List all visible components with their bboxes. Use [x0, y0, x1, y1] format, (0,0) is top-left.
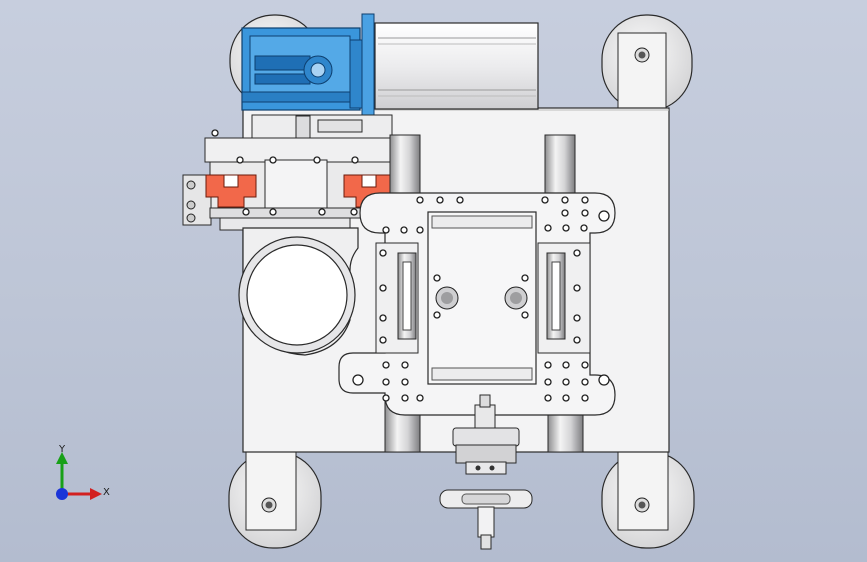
wheel-bottom-right — [601, 451, 695, 549]
handwheel[interactable] — [439, 427, 533, 550]
rail-top-left — [389, 134, 421, 196]
guide-block-left — [205, 174, 257, 208]
rail-top-right — [544, 134, 576, 196]
triad-x-label: X — [103, 487, 110, 498]
round-housing — [238, 227, 359, 356]
slot-right — [546, 252, 566, 340]
wheel-top-right — [601, 14, 693, 112]
wheel-bottom-left — [228, 451, 322, 549]
worm-gearbox — [241, 13, 375, 129]
frame-bolts — [211, 129, 610, 402]
coupling-block — [251, 114, 393, 140]
slot-left — [397, 252, 417, 340]
triad-y-label: Y — [59, 444, 66, 455]
sliding-table — [427, 211, 537, 385]
servo-motor — [374, 22, 539, 110]
reference-triad — [56, 452, 102, 500]
lead-screw — [474, 394, 496, 434]
